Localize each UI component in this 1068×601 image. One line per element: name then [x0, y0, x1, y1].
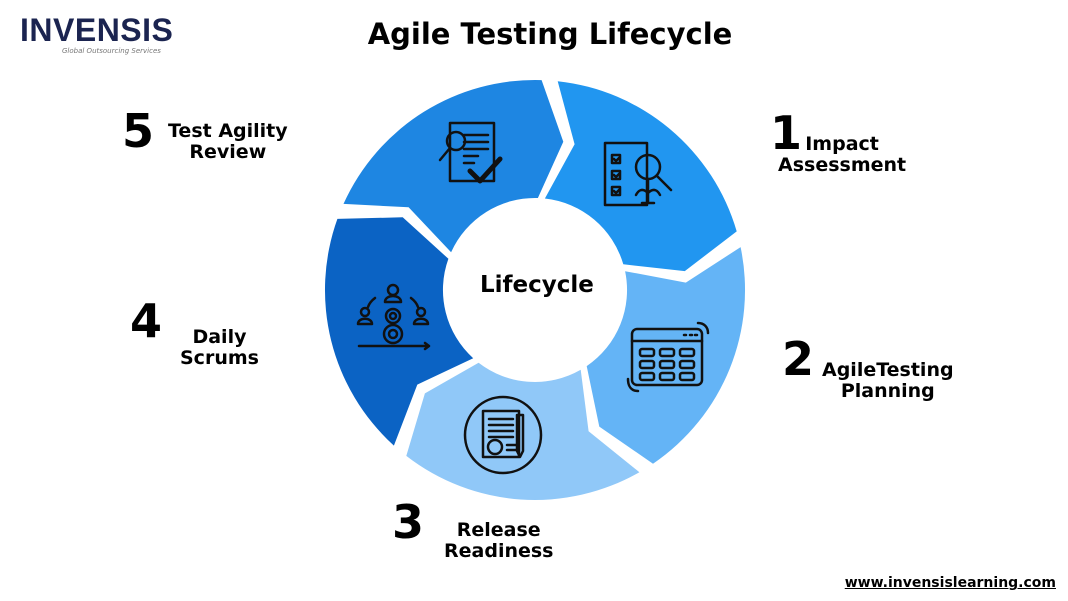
- step-1-number: 1: [770, 106, 803, 160]
- step-5-number: 5: [122, 104, 155, 158]
- segment-step-4: [324, 217, 474, 446]
- footer-url-link[interactable]: www.invensislearning.com: [844, 575, 1056, 591]
- step-2-label-line1: AgileTesting: [822, 359, 954, 381]
- document-certificate-icon: [463, 395, 543, 475]
- step-1-label-line2: Assessment: [778, 154, 907, 176]
- page-title: Agile Testing Lifecycle: [367, 17, 733, 51]
- invensis-logo: INVENSIS Global Outsourcing Services: [20, 14, 173, 55]
- step-2-number: 2: [782, 332, 815, 386]
- logo-tagline: Global Outsourcing Services: [62, 47, 161, 55]
- step-2-label-line2: Planning: [840, 380, 935, 402]
- document-review-check-icon: [438, 121, 503, 184]
- checklist-magnifier-icon: [603, 141, 673, 207]
- step-3-number: 3: [392, 495, 425, 549]
- calendar-grid-icon: [626, 321, 710, 393]
- step-5-label-line2: Review: [189, 141, 267, 163]
- step-5-label-line1: Test Agility: [168, 120, 288, 142]
- step-3-label-line1: Release: [456, 519, 541, 541]
- center-circle: [446, 201, 624, 379]
- step-3-label-line2: Readiness: [444, 540, 554, 562]
- center-label: Lifecycle: [480, 272, 594, 298]
- team-meeting-icon: [356, 283, 431, 351]
- logo-wordmark: INVENSIS: [20, 12, 174, 48]
- step-4-label-line1: Daily: [192, 326, 247, 348]
- segment-step-5: [343, 79, 564, 253]
- step-1-label-line1: Impact: [805, 133, 879, 155]
- step-4-label-line2: Scrums: [180, 347, 259, 369]
- step-4-number: 4: [130, 294, 163, 348]
